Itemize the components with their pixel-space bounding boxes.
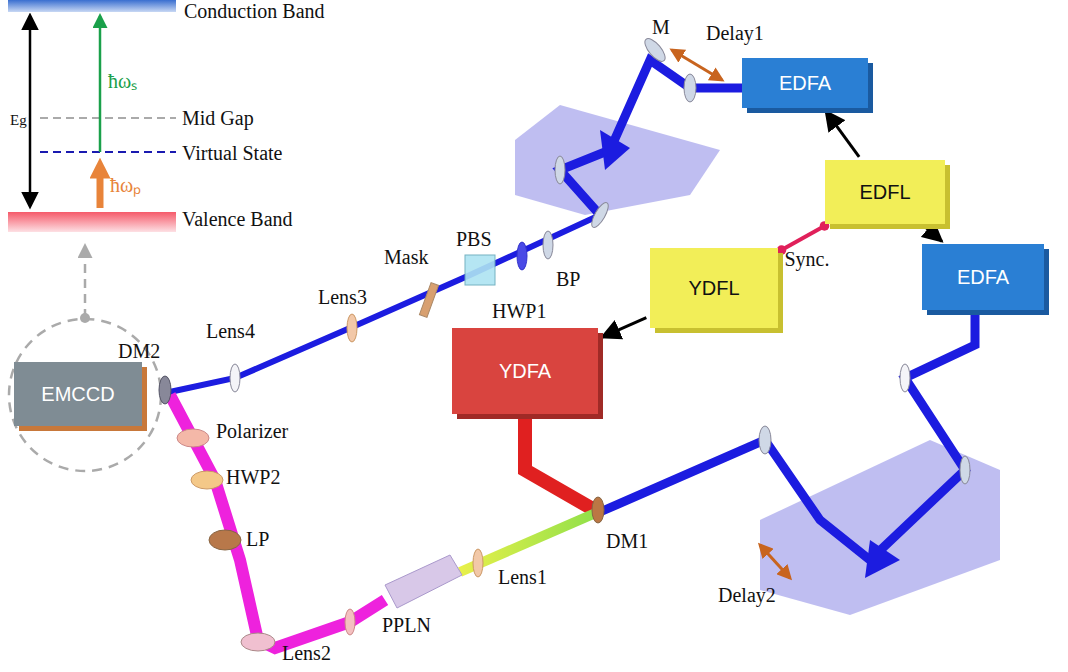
part-label: Eg bbox=[10, 112, 27, 129]
device-name: EDFA bbox=[957, 266, 1009, 289]
part-label: Mask bbox=[384, 246, 428, 268]
part-label: Delay2 bbox=[718, 584, 776, 606]
part-label: PBS bbox=[456, 228, 492, 250]
device-name: YDFL bbox=[688, 277, 739, 300]
part-label: HWP2 bbox=[226, 466, 280, 488]
part-label: Virtual State bbox=[182, 142, 282, 164]
part-label: HWP1 bbox=[492, 300, 546, 322]
part-label: LP bbox=[246, 528, 269, 550]
device-box: EDFA bbox=[742, 58, 868, 108]
part-label: Lens3 bbox=[318, 286, 367, 308]
device-box: EMCCD bbox=[14, 362, 142, 426]
connector bbox=[925, 227, 942, 242]
part-label: M bbox=[652, 16, 670, 38]
device-name: EDFL bbox=[859, 181, 910, 204]
part-label: ħωₛ bbox=[108, 70, 137, 92]
part-label: Lens4 bbox=[206, 320, 255, 342]
connector bbox=[602, 318, 647, 338]
device-box: EDFL bbox=[825, 160, 945, 224]
device-name: YDFA bbox=[499, 360, 551, 383]
part-label: Polarizer bbox=[216, 420, 288, 442]
device-name: EMCCD bbox=[41, 383, 114, 406]
edge-label: Sync. bbox=[785, 248, 830, 270]
part-label: Delay1 bbox=[706, 22, 764, 44]
part-label: Lens2 bbox=[282, 642, 331, 664]
part-label: Mid Gap bbox=[182, 107, 254, 129]
part-label: ħωₚ bbox=[110, 174, 141, 196]
part-label: Conduction Band bbox=[184, 0, 325, 22]
connector bbox=[826, 111, 859, 157]
part-label: DM1 bbox=[606, 530, 648, 552]
part-label: DM2 bbox=[118, 340, 160, 362]
part-label: Valence Band bbox=[182, 208, 293, 230]
device-box: YDFL bbox=[650, 248, 778, 328]
device-name: EDFA bbox=[779, 72, 831, 95]
device-box: YDFA bbox=[452, 328, 598, 414]
part-label: BP bbox=[556, 268, 580, 290]
part-label: Lens1 bbox=[498, 566, 547, 588]
part-label: PPLN bbox=[382, 614, 431, 636]
device-box: EDFA bbox=[922, 244, 1044, 310]
connector bbox=[781, 226, 824, 250]
